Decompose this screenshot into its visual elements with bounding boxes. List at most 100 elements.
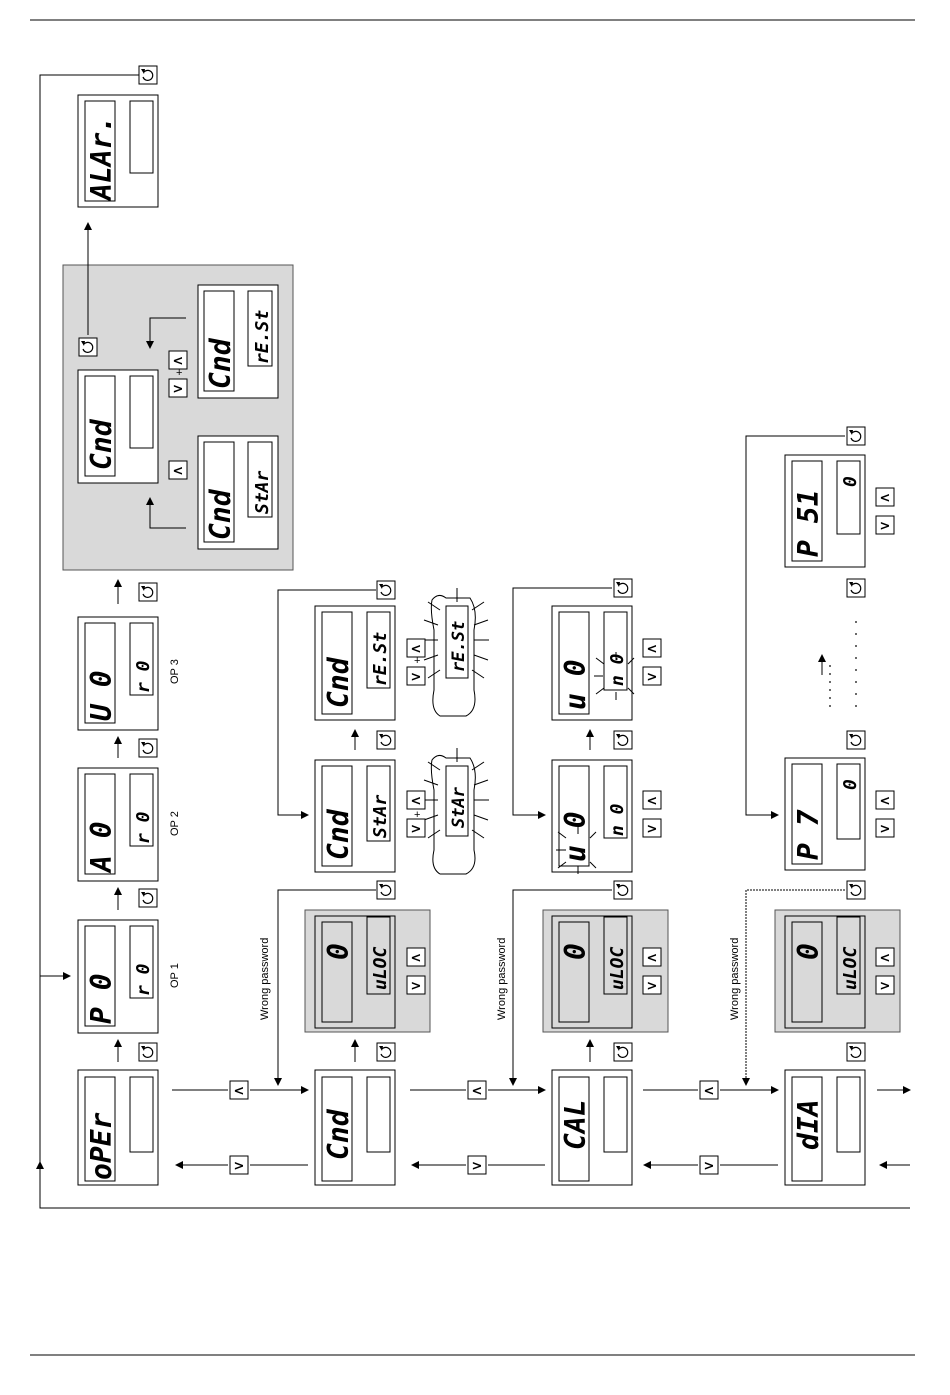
right-key-button[interactable]: > — [643, 976, 661, 994]
chevron-left-icon: < — [880, 951, 891, 966]
display-alarm: ALAr. — [78, 95, 158, 207]
display-op1: P 0 r 0 — [78, 920, 158, 1033]
display-command-start: Cnd StAr — [198, 436, 278, 549]
flow-connectors — [40, 75, 910, 1208]
display-oper: oPEr — [78, 1070, 158, 1185]
left-key-button[interactable]: < — [643, 791, 661, 809]
display-cal-value-2: u 0 n 0 — [552, 606, 634, 720]
display-cal-password: 0 uLOC — [552, 916, 632, 1028]
display-sub-text: rE.St — [370, 632, 391, 686]
display-main-text: Cnd — [85, 418, 118, 470]
flashing-start-text: StAr — [449, 786, 469, 828]
display-command-reset: Cnd rE.St — [198, 285, 278, 398]
chevron-right-icon: > — [647, 822, 658, 837]
left-key-button[interactable]: < — [876, 488, 894, 506]
left-key-button[interactable]: < — [169, 461, 187, 479]
chevron-left-icon: < — [411, 951, 422, 966]
display-op2: A 0 r 0 — [78, 768, 158, 881]
enter-icon[interactable] — [79, 338, 97, 356]
chevron-left-icon: < — [647, 951, 658, 966]
left-key-button[interactable]: < — [876, 791, 894, 809]
right-key-button[interactable]: > — [407, 976, 425, 994]
enter-icon[interactable] — [847, 579, 865, 597]
chevron-left-icon: < — [704, 1084, 715, 1099]
display-main-text: A 0 — [85, 821, 118, 874]
enter-icon[interactable] — [377, 1043, 395, 1061]
right-key-button[interactable]: > — [876, 976, 894, 994]
enter-icon[interactable] — [139, 66, 157, 84]
display-main-text: P 0 — [85, 973, 118, 1024]
chevron-left-icon: < — [880, 491, 891, 506]
right-key-button[interactable]: > — [876, 516, 894, 534]
chevron-right-icon: > — [647, 670, 658, 685]
right-key-button[interactable]: > — [407, 667, 425, 685]
enter-icon[interactable] — [139, 739, 157, 757]
enter-icon[interactable] — [614, 579, 632, 597]
op1-label: OP 1 — [169, 963, 181, 988]
enter-icon[interactable] — [377, 731, 395, 749]
op3-label: OP 3 — [169, 659, 181, 684]
display-sub-text: uLOC — [370, 946, 391, 990]
enter-icon[interactable] — [139, 1043, 157, 1061]
right-key-button[interactable]: > — [876, 819, 894, 837]
ellipsis-dots — [829, 621, 857, 707]
display-p7: P 7 0 — [785, 758, 865, 870]
display-cnd-password: 0 uLOC — [315, 916, 395, 1028]
plus-sign: + — [414, 809, 420, 821]
display-cnd: Cnd — [315, 1070, 395, 1185]
wrong-password-label: Wrong password — [259, 938, 271, 1020]
display-main-text: dIA — [792, 1099, 825, 1150]
display-main-text: Cnd — [322, 1108, 355, 1160]
enter-icon[interactable] — [139, 889, 157, 907]
display-dia: dIA — [785, 1070, 865, 1185]
display-main-text: P 7 — [792, 809, 825, 860]
enter-icon[interactable] — [614, 881, 632, 899]
right-key-button[interactable]: > — [230, 1156, 248, 1174]
flashing-start-callout: StAr — [423, 748, 489, 874]
enter-icon[interactable] — [614, 731, 632, 749]
right-key-button[interactable]: > — [169, 379, 187, 397]
right-key-button[interactable]: > — [407, 819, 425, 837]
enter-icon[interactable] — [847, 881, 865, 899]
left-key-button[interactable]: < — [230, 1081, 248, 1099]
chevron-right-icon: > — [411, 979, 422, 994]
display-sub-text: StAr — [252, 470, 273, 514]
enter-icon[interactable] — [377, 881, 395, 899]
left-key-button[interactable]: < — [700, 1081, 718, 1099]
display-cal: CAL — [552, 1070, 632, 1185]
display-main-text: U 0 — [85, 670, 118, 721]
display-cnd-start: Cnd StAr — [315, 760, 395, 872]
left-key-button[interactable]: < — [468, 1081, 486, 1099]
display-cal-value-1: u 0 n 0 — [552, 760, 632, 874]
display-sub-text: r 0 — [133, 660, 154, 693]
display-main-text: Cnd — [204, 488, 237, 540]
left-key-button[interactable]: < — [876, 948, 894, 966]
display-main-text: oPEr — [85, 1112, 118, 1180]
enter-icon[interactable] — [614, 1043, 632, 1061]
display-command-main: Cnd — [78, 370, 158, 483]
enter-icon[interactable] — [847, 427, 865, 445]
right-key-button[interactable]: > — [643, 819, 661, 837]
display-sub-text: 0 — [840, 779, 861, 790]
display-main-text: 0 — [792, 943, 825, 960]
display-op3: U 0 r 0 — [78, 617, 158, 730]
display-sub-text: StAr — [370, 794, 391, 838]
enter-icon[interactable] — [847, 731, 865, 749]
display-main-text: 0 — [559, 943, 592, 960]
plus-sign: + — [414, 655, 420, 667]
right-key-button[interactable]: > — [643, 667, 661, 685]
left-key-button[interactable]: < — [407, 948, 425, 966]
chevron-left-icon: < — [411, 794, 422, 809]
display-sub-text: 0 — [840, 476, 861, 487]
display-main-text: P 51 — [792, 490, 825, 557]
right-key-button[interactable]: > — [700, 1156, 718, 1174]
left-key-button[interactable]: < — [407, 791, 425, 809]
enter-icon[interactable] — [377, 581, 395, 599]
right-key-button[interactable]: > — [468, 1156, 486, 1174]
left-key-button[interactable]: < — [643, 948, 661, 966]
enter-icon[interactable] — [847, 1043, 865, 1061]
left-key-button[interactable]: < — [643, 639, 661, 657]
flashing-reset-callout: rE.St — [423, 588, 489, 716]
chevron-left-icon: < — [880, 794, 891, 809]
enter-icon[interactable] — [139, 583, 157, 601]
